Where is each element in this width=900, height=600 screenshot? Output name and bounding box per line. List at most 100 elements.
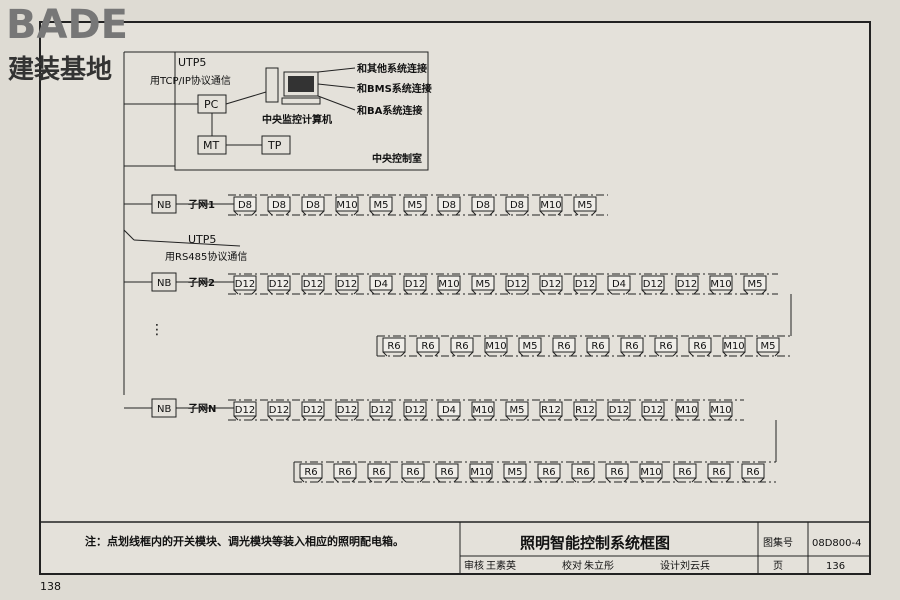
module-label: D12 <box>235 405 255 416</box>
mt-label: MT <box>203 139 219 152</box>
module-r6: R6 <box>435 463 459 483</box>
module-label: R6 <box>372 467 385 478</box>
subnet-label: 子网1 <box>188 199 215 211</box>
module-d12: D12 <box>607 401 631 421</box>
module-r6: R6 <box>654 337 678 357</box>
module-d12: D12 <box>641 275 665 295</box>
module-r6: R6 <box>673 463 697 483</box>
module-label: M5 <box>508 467 523 478</box>
module-r6: R6 <box>571 463 595 483</box>
logo-subtitle: 建装基地 <box>8 55 112 85</box>
module-r6: R6 <box>401 463 425 483</box>
module-label: R6 <box>440 467 453 478</box>
module-r12: R12 <box>573 401 597 421</box>
module-label: R6 <box>387 341 400 352</box>
module-d12: D12 <box>403 401 427 421</box>
module-label: D12 <box>303 279 323 290</box>
module-label: R6 <box>625 341 638 352</box>
module-r6: R6 <box>367 463 391 483</box>
module-d4: D4 <box>607 275 631 295</box>
module-d12: D12 <box>267 275 291 295</box>
module-label: D4 <box>374 279 388 290</box>
module-label: D8 <box>272 200 286 211</box>
module-r6: R6 <box>333 463 357 483</box>
module-label: D12 <box>405 405 425 416</box>
module-m10: M10 <box>639 463 663 483</box>
module-m5: M5 <box>743 275 767 295</box>
module-d12: D12 <box>335 401 359 421</box>
module-label: D12 <box>643 279 663 290</box>
module-r6: R6 <box>382 337 406 357</box>
computer-icon <box>265 67 321 105</box>
module-r6: R6 <box>707 463 731 483</box>
designer: 刘云兵 <box>680 559 710 572</box>
module-m10: M10 <box>437 275 461 295</box>
module-m10: M10 <box>469 463 493 483</box>
module-label: D12 <box>235 279 255 290</box>
module-m10: M10 <box>709 275 733 295</box>
module-m5: M5 <box>518 337 542 357</box>
module-label: M5 <box>374 200 389 211</box>
module-label: R6 <box>678 467 691 478</box>
module-label: D12 <box>371 405 391 416</box>
module-r6: R6 <box>620 337 644 357</box>
module-label: D12 <box>643 405 663 416</box>
module-d8: D8 <box>471 196 495 216</box>
module-label: M10 <box>485 341 506 352</box>
module-m5: M5 <box>369 196 393 216</box>
module-label: M5 <box>408 200 423 211</box>
module-label: R6 <box>421 341 434 352</box>
module-r6: R6 <box>416 337 440 357</box>
module-r6: R6 <box>688 337 712 357</box>
module-d4: D4 <box>369 275 393 295</box>
module-m5: M5 <box>505 401 529 421</box>
book-page-number: 138 <box>40 580 61 593</box>
note-text: 注：点划线框内的开关模块、调光模块等装入相应的照明配电箱。 <box>85 534 404 548</box>
module-label: R6 <box>659 341 672 352</box>
subnet-label: 子网2 <box>188 277 215 289</box>
module-d8: D8 <box>233 196 257 216</box>
module-label: D4 <box>612 279 626 290</box>
module-d8: D8 <box>505 196 529 216</box>
module-label: D4 <box>442 405 456 416</box>
module-label: R6 <box>693 341 706 352</box>
page-label: 页 <box>773 560 783 572</box>
frame <box>39 21 871 575</box>
module-d12: D12 <box>301 401 325 421</box>
rs485-utp: UTP5 <box>188 233 216 246</box>
module-label: R6 <box>304 467 317 478</box>
module-d12: D12 <box>369 401 393 421</box>
central-room-box <box>174 51 429 171</box>
module-label: M5 <box>578 200 593 211</box>
module-m5: M5 <box>403 196 427 216</box>
nb-label: NB <box>157 278 171 289</box>
reviewer: 王素英 <box>486 559 516 572</box>
module-r6: R6 <box>741 463 765 483</box>
module-label: D8 <box>442 200 456 211</box>
link-other: 和其他系统连接 <box>356 62 427 75</box>
module-label: R6 <box>455 341 468 352</box>
module-label: R6 <box>712 467 725 478</box>
module-label: R6 <box>576 467 589 478</box>
module-r12: R12 <box>539 401 563 421</box>
module-d12: D12 <box>573 275 597 295</box>
atlas-label: 图集号 <box>763 536 793 549</box>
module-label: M5 <box>748 279 763 290</box>
subnet-label: 子网N <box>188 403 216 415</box>
ellipsis-dots: ⋮ <box>150 322 164 338</box>
check-label: 校对 <box>562 559 582 572</box>
module-label: R6 <box>591 341 604 352</box>
module-label: R12 <box>541 405 561 416</box>
module-label: M10 <box>723 341 744 352</box>
module-label: D12 <box>337 279 357 290</box>
module-label: D12 <box>269 279 289 290</box>
module-m5: M5 <box>756 337 780 357</box>
module-m5: M5 <box>471 275 495 295</box>
module-label: R6 <box>610 467 623 478</box>
module-d12: D12 <box>301 275 325 295</box>
module-d12: D12 <box>641 401 665 421</box>
module-r6: R6 <box>552 337 576 357</box>
module-r6: R6 <box>537 463 561 483</box>
